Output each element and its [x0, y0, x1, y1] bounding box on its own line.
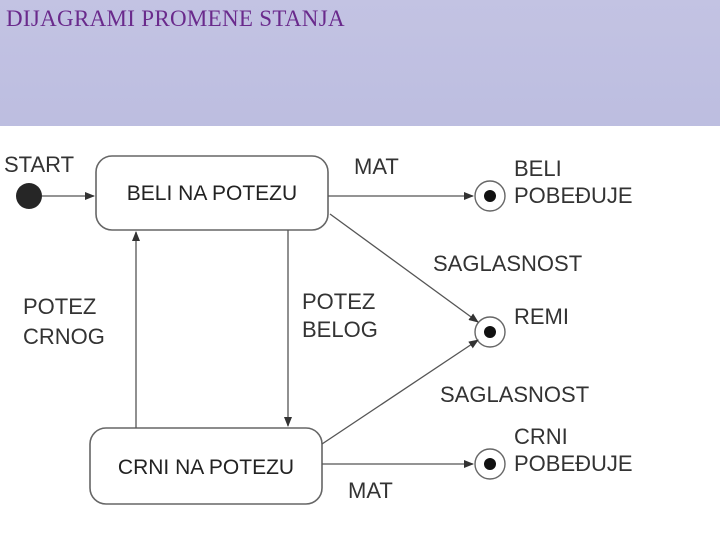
transition-saglasnost-bottom	[321, 339, 479, 445]
state-beli-label: BELI NA POTEZU	[127, 182, 297, 205]
label-saglasnost-top: SAGLASNOST	[433, 251, 582, 276]
start-label: START	[4, 152, 74, 177]
final-beli-label-2: POBEĐUJE	[514, 183, 633, 208]
label-mat-top: MAT	[354, 154, 399, 179]
final-node-remi	[474, 316, 506, 348]
transition-saglasnost-top	[329, 213, 479, 323]
label-mat-bottom: MAT	[348, 478, 393, 503]
diagram-panel: START BELI NA POTEZU CRNI NA POTEZU BELI…	[0, 126, 720, 540]
final-beli-label-1: BELI	[514, 156, 562, 181]
state-beli-na-potezu	[95, 155, 329, 231]
final-node-crni-pobedjuje	[474, 448, 506, 480]
label-potez-belog-1: POTEZ	[302, 289, 375, 314]
state-diagram: START BELI NA POTEZU CRNI NA POTEZU BELI…	[4, 152, 633, 505]
final-remi-label: REMI	[514, 304, 569, 329]
label-potez-crnog-1: POTEZ	[23, 294, 96, 319]
final-crni-label-2: POBEĐUJE	[514, 451, 633, 476]
label-potez-belog-2: BELOG	[302, 317, 378, 342]
state-crni-na-potezu	[89, 427, 323, 505]
final-node-beli-pobedjuje	[474, 180, 506, 212]
final-crni-label-1: CRNI	[514, 424, 568, 449]
label-saglasnost-bottom: SAGLASNOST	[440, 382, 589, 407]
slide-title: DIJAGRAMI PROMENE STANJA	[6, 6, 345, 31]
state-crni-label: CRNI NA POTEZU	[118, 456, 294, 479]
start-node	[16, 183, 42, 209]
label-potez-crnog-2: CRNOG	[23, 324, 105, 349]
